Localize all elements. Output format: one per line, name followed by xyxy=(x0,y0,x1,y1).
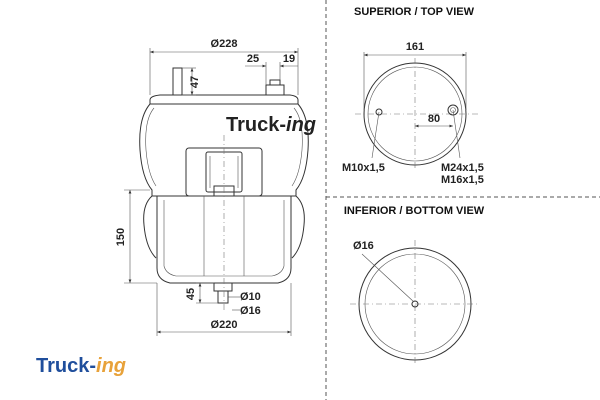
dim-bottom-height: 45 xyxy=(185,288,197,300)
dim-stud-height: 47 xyxy=(189,76,201,88)
bottom-boss xyxy=(213,282,233,292)
bottom-hole xyxy=(411,300,419,308)
top-view-title: SUPERIOR / TOP VIEW xyxy=(354,6,475,18)
dim-height: 150 xyxy=(115,228,127,246)
side-view: Truck-ing Ø228 25 19 47 150 45 Ø10 Ø1 xyxy=(115,38,316,336)
dim-bottom-hole-small: Ø10 xyxy=(240,291,261,303)
bottom-pin xyxy=(217,290,229,304)
dim-bottom-diameter: Ø220 xyxy=(211,319,238,331)
thread-right-1: M24x1,5 xyxy=(441,162,484,174)
top-plate xyxy=(149,94,299,105)
piston-inner xyxy=(163,200,285,277)
air-connection xyxy=(265,84,285,96)
truck-ing-logo: Truck-ing xyxy=(36,355,126,377)
thread-right-2: M16x1,5 xyxy=(441,174,484,186)
top-stud xyxy=(172,67,183,96)
air-connection-tip xyxy=(269,79,281,86)
bottom-hole-label: Ø16 xyxy=(353,240,374,252)
bottom-view: INFERIOR / BOTTOM VIEW Ø16 xyxy=(344,205,485,366)
top-hole-m16 xyxy=(450,107,456,113)
bottom-hole-leader xyxy=(361,253,415,303)
top-hole-m24 xyxy=(447,104,459,116)
m10-leader xyxy=(371,111,380,159)
bellow-right-profile xyxy=(291,103,309,259)
dim-top-diameter: Ø228 xyxy=(211,38,238,50)
dim-stud-offset-b: 19 xyxy=(283,53,295,65)
bellow-right-inner xyxy=(291,107,303,187)
bottom-view-title: INFERIOR / BOTTOM VIEW xyxy=(344,205,485,217)
side-watermark: Truck-ing xyxy=(226,114,316,136)
dim-top-width: 161 xyxy=(406,41,424,53)
thread-left: M10x1,5 xyxy=(342,162,385,174)
dim-bottom-hole-large: Ø16 xyxy=(240,305,261,317)
logo-text: Truck-ing xyxy=(36,355,126,377)
top-view: SUPERIOR / TOP VIEW 161 80 M10x1,5 M24x1… xyxy=(342,6,484,186)
bellow-left-inner xyxy=(145,107,157,187)
m24-leader xyxy=(452,109,461,159)
dim-stud-offset-a: 25 xyxy=(247,53,259,65)
dim-top-offset: 80 xyxy=(428,113,440,125)
bellow-left-profile xyxy=(139,103,157,259)
top-hole-m10 xyxy=(375,108,383,116)
